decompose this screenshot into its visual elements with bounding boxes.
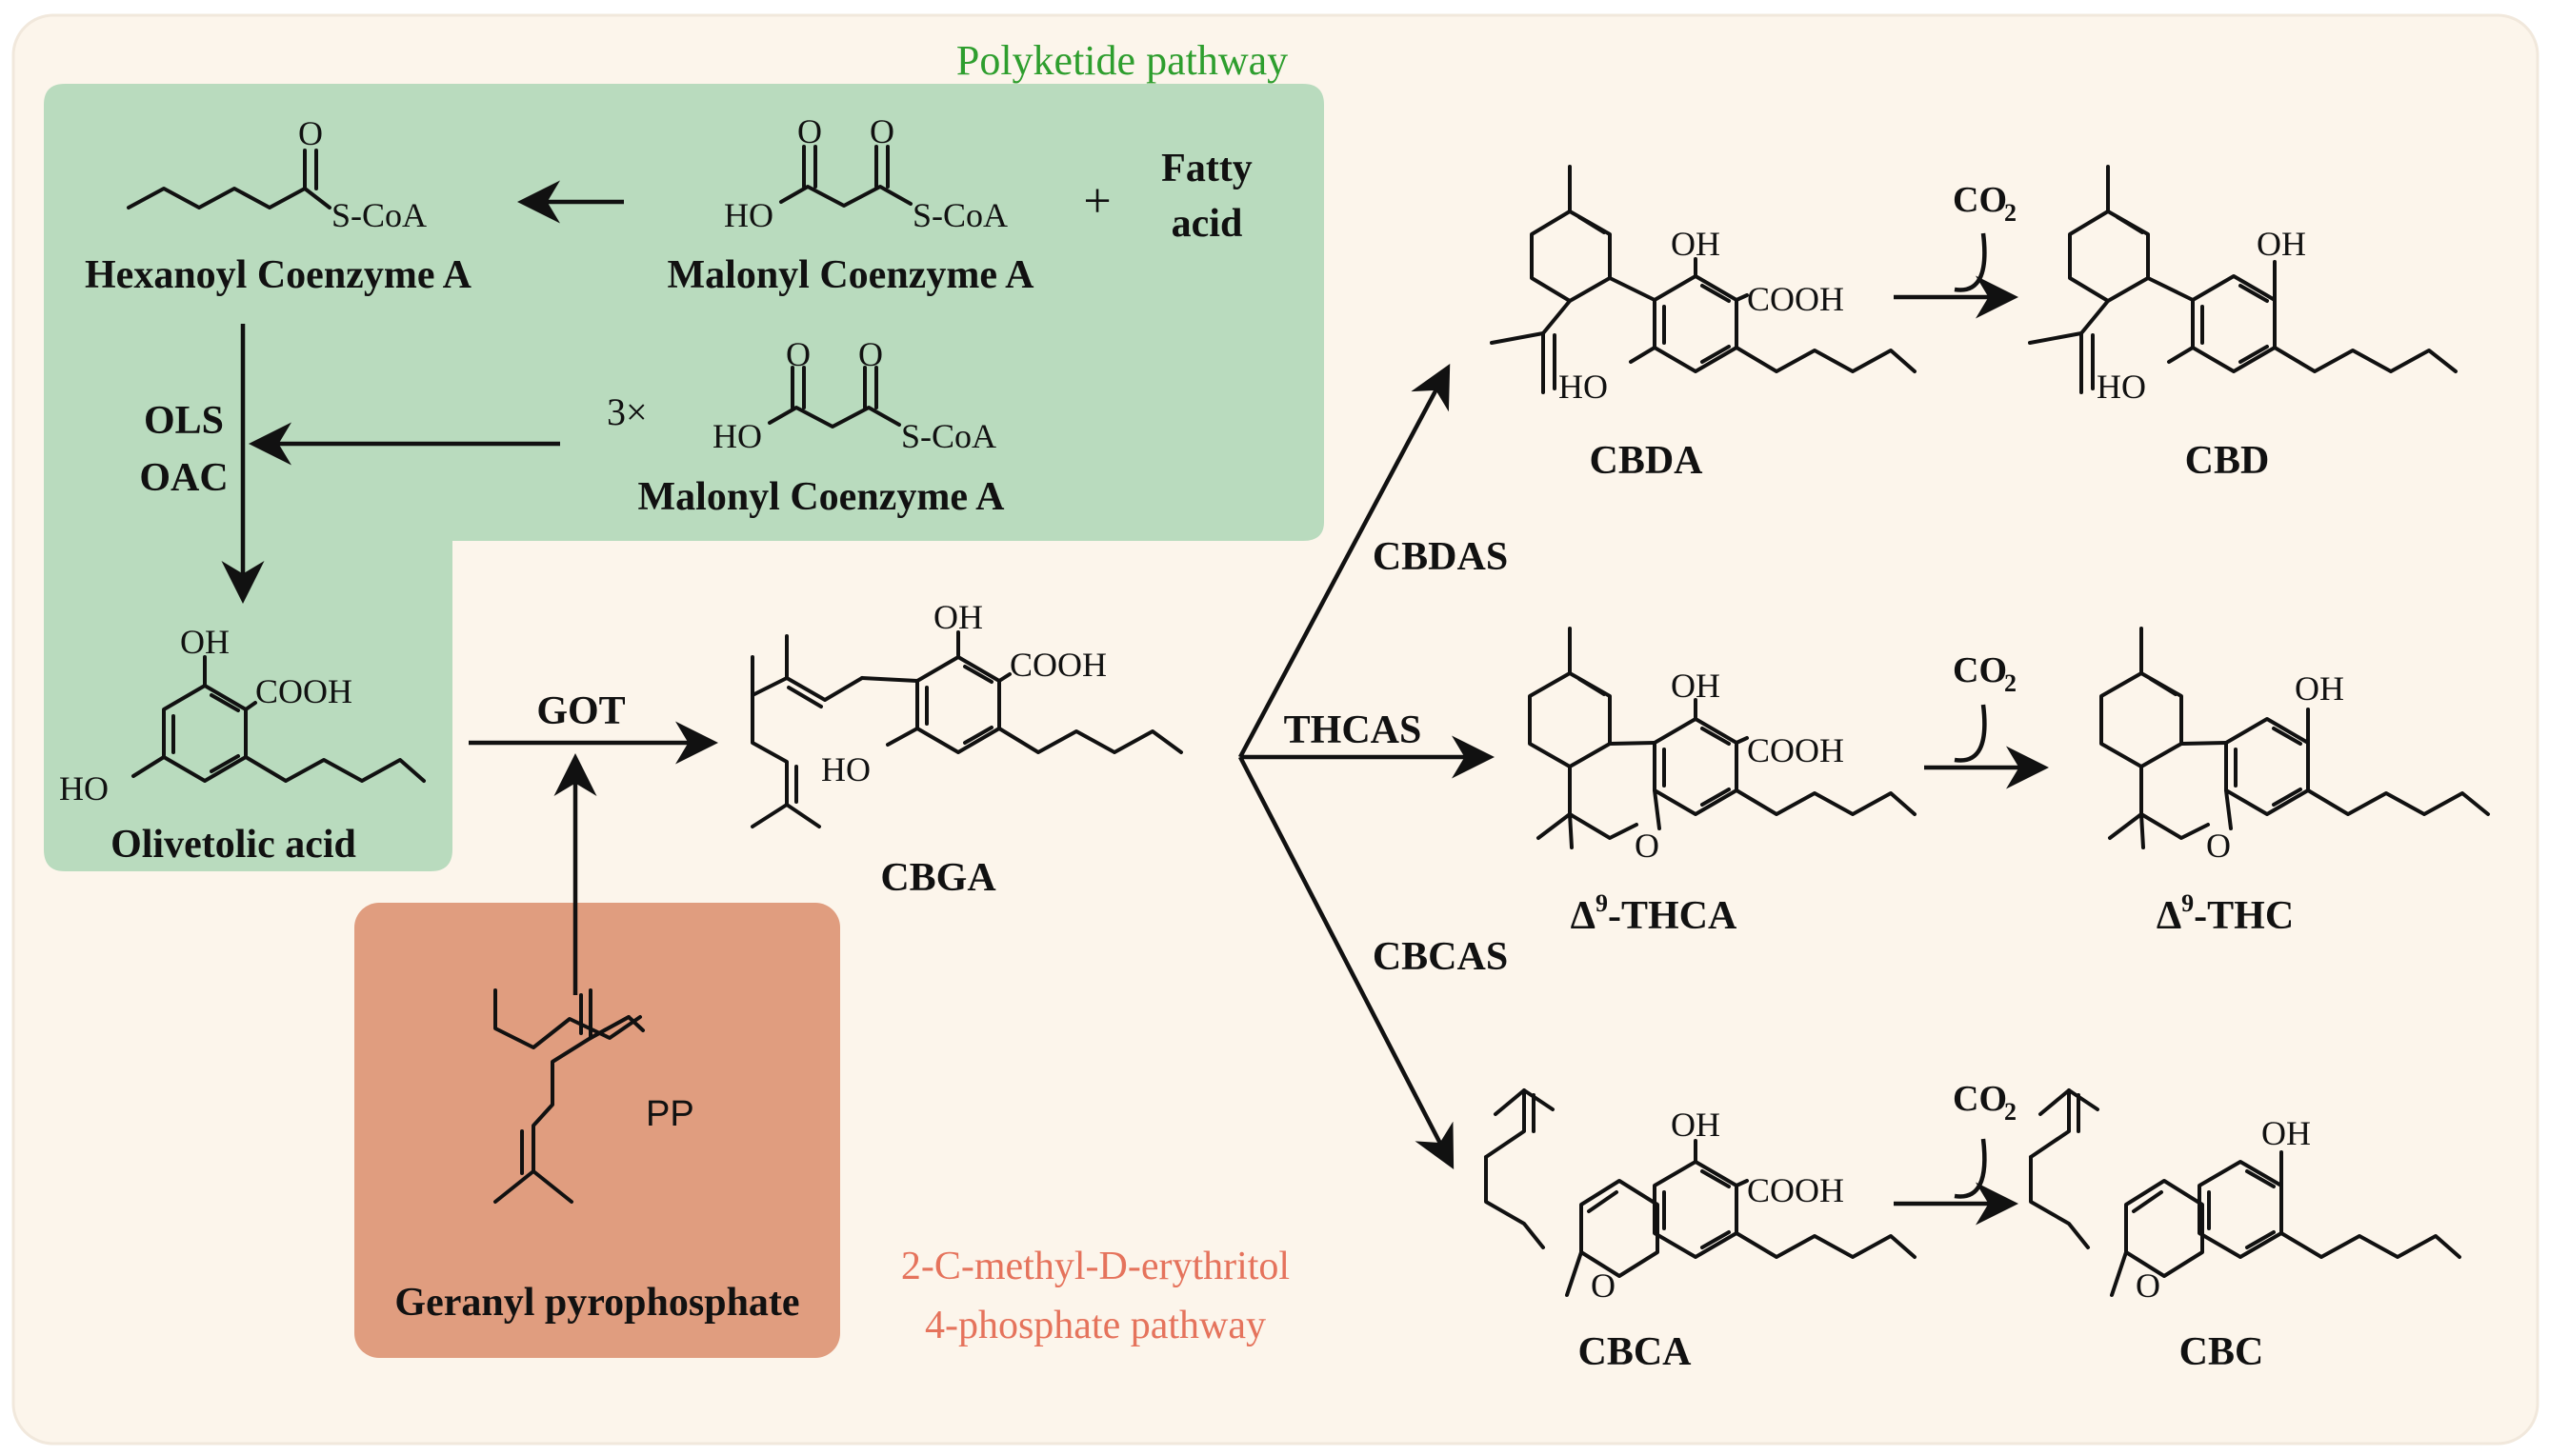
svg-text:COOH: COOH	[1747, 280, 1844, 318]
hexanoyl-structure: O S-CoA	[127, 114, 427, 234]
svg-text:PP: PP	[646, 1094, 694, 1134]
svg-text:COOH: COOH	[1747, 1171, 1844, 1209]
svg-text:O: O	[1635, 827, 1659, 865]
enzyme-cbdas: CBDAS	[1373, 535, 1508, 579]
svg-text:S-CoA: S-CoA	[331, 196, 427, 234]
svg-text:HO: HO	[1558, 368, 1608, 406]
cbga-structure: OH COOH HO	[751, 598, 1183, 828]
enzyme-oac: OAC	[139, 456, 228, 500]
malonyl-1-label: Malonyl Coenzyme A	[668, 253, 1035, 297]
cbd-label: CBD	[2185, 439, 2270, 483]
svg-text:2: 2	[2004, 1098, 2017, 1126]
enzyme-got: GOT	[536, 689, 625, 733]
svg-text:O: O	[2136, 1267, 2160, 1305]
svg-text:O: O	[797, 112, 822, 150]
arrow-to-cbda	[1238, 364, 1451, 759]
svg-text:COOH: COOH	[1747, 731, 1844, 769]
times-three: 3×	[607, 390, 648, 433]
svg-text:HO: HO	[2097, 368, 2146, 406]
polyketide-pathway-title: Polyketide pathway	[956, 37, 1288, 84]
svg-text:2: 2	[2004, 669, 2017, 697]
svg-text:HO: HO	[821, 750, 871, 788]
olivetolic-label: Olivetolic acid	[110, 823, 356, 867]
polyketide-box	[44, 84, 1324, 871]
svg-text:COOH: COOH	[255, 672, 352, 710]
svg-text:S-CoA: S-CoA	[913, 196, 1008, 234]
svg-text:O: O	[786, 335, 811, 373]
svg-text:HO: HO	[713, 417, 762, 455]
svg-text:OH: OH	[2295, 669, 2344, 708]
enzyme-cbcas: CBCAS	[1373, 935, 1508, 979]
thca-label: Δ9-THCA	[1571, 889, 1737, 938]
cbd-structure: OH HO	[2028, 165, 2458, 406]
fatty-acid-label-line1: Fatty	[1161, 147, 1253, 190]
malonyl-2-structure: HO O O S-CoA	[713, 335, 996, 455]
enzyme-thcas: THCAS	[1284, 708, 1422, 752]
svg-text:OH: OH	[2261, 1114, 2311, 1152]
cbc-structure: O OH	[2029, 1088, 2461, 1305]
svg-text:CO: CO	[1953, 1079, 2007, 1119]
cbda-label: CBDA	[1589, 439, 1703, 483]
svg-text:O: O	[2206, 827, 2231, 865]
svg-text:CO: CO	[1953, 180, 2007, 220]
svg-text:OH: OH	[1671, 667, 1720, 705]
malonyl-1-structure: HO O O S-CoA	[724, 112, 1008, 234]
svg-text:HO: HO	[59, 769, 109, 808]
svg-text:O: O	[1591, 1267, 1616, 1305]
cbca-label: CBCA	[1577, 1330, 1692, 1374]
mep-pathway-title-line1: 2-C-methyl-D-erythritol	[901, 1245, 1290, 1288]
svg-text:COOH: COOH	[1010, 646, 1107, 684]
svg-text:O: O	[298, 114, 323, 152]
svg-text:O: O	[858, 335, 883, 373]
svg-text:OH: OH	[1671, 225, 1720, 263]
svg-text:2: 2	[2004, 199, 2017, 227]
svg-text:OH: OH	[180, 623, 230, 661]
hexanoyl-label: Hexanoyl Coenzyme A	[85, 253, 472, 297]
cbga-label: CBGA	[880, 856, 996, 900]
cbca-structure: O OH COOH	[1484, 1088, 1917, 1305]
decarboxylation-cbda: CO 2	[1894, 180, 2018, 319]
svg-text:OH: OH	[1671, 1106, 1720, 1144]
svg-text:HO: HO	[724, 196, 773, 234]
svg-text:OH: OH	[2257, 225, 2306, 263]
geranyl-structure: PP	[493, 988, 694, 1204]
cbc-label: CBC	[2179, 1330, 2264, 1374]
cbda-structure: OH COOH HO	[1490, 165, 1917, 406]
enzyme-ols: OLS	[144, 399, 224, 443]
thc-structure: O OH	[2099, 627, 2490, 865]
decarboxylation-thca: CO 2	[1924, 650, 2049, 789]
svg-text:O: O	[870, 112, 894, 150]
plus-sign: +	[1083, 174, 1111, 229]
svg-text:OH: OH	[933, 598, 983, 636]
mep-pathway-title-line2: 4-phosphate pathway	[925, 1304, 1266, 1347]
geranyl-label: Geranyl pyrophosphate	[394, 1281, 799, 1325]
thc-label: Δ9-THC	[2157, 889, 2294, 938]
arrow-to-cbca	[1238, 755, 1455, 1169]
fatty-acid-label-line2: acid	[1172, 202, 1243, 246]
svg-text:CO: CO	[1953, 650, 2007, 690]
mep-box	[354, 903, 840, 1358]
olivetolic-structure: OH COOH HO	[59, 623, 426, 808]
malonyl-2-label: Malonyl Coenzyme A	[638, 475, 1006, 519]
decarboxylation-cbca: CO 2	[1894, 1079, 2018, 1226]
thca-structure: O OH COOH	[1528, 627, 1917, 865]
svg-text:S-CoA: S-CoA	[901, 417, 996, 455]
